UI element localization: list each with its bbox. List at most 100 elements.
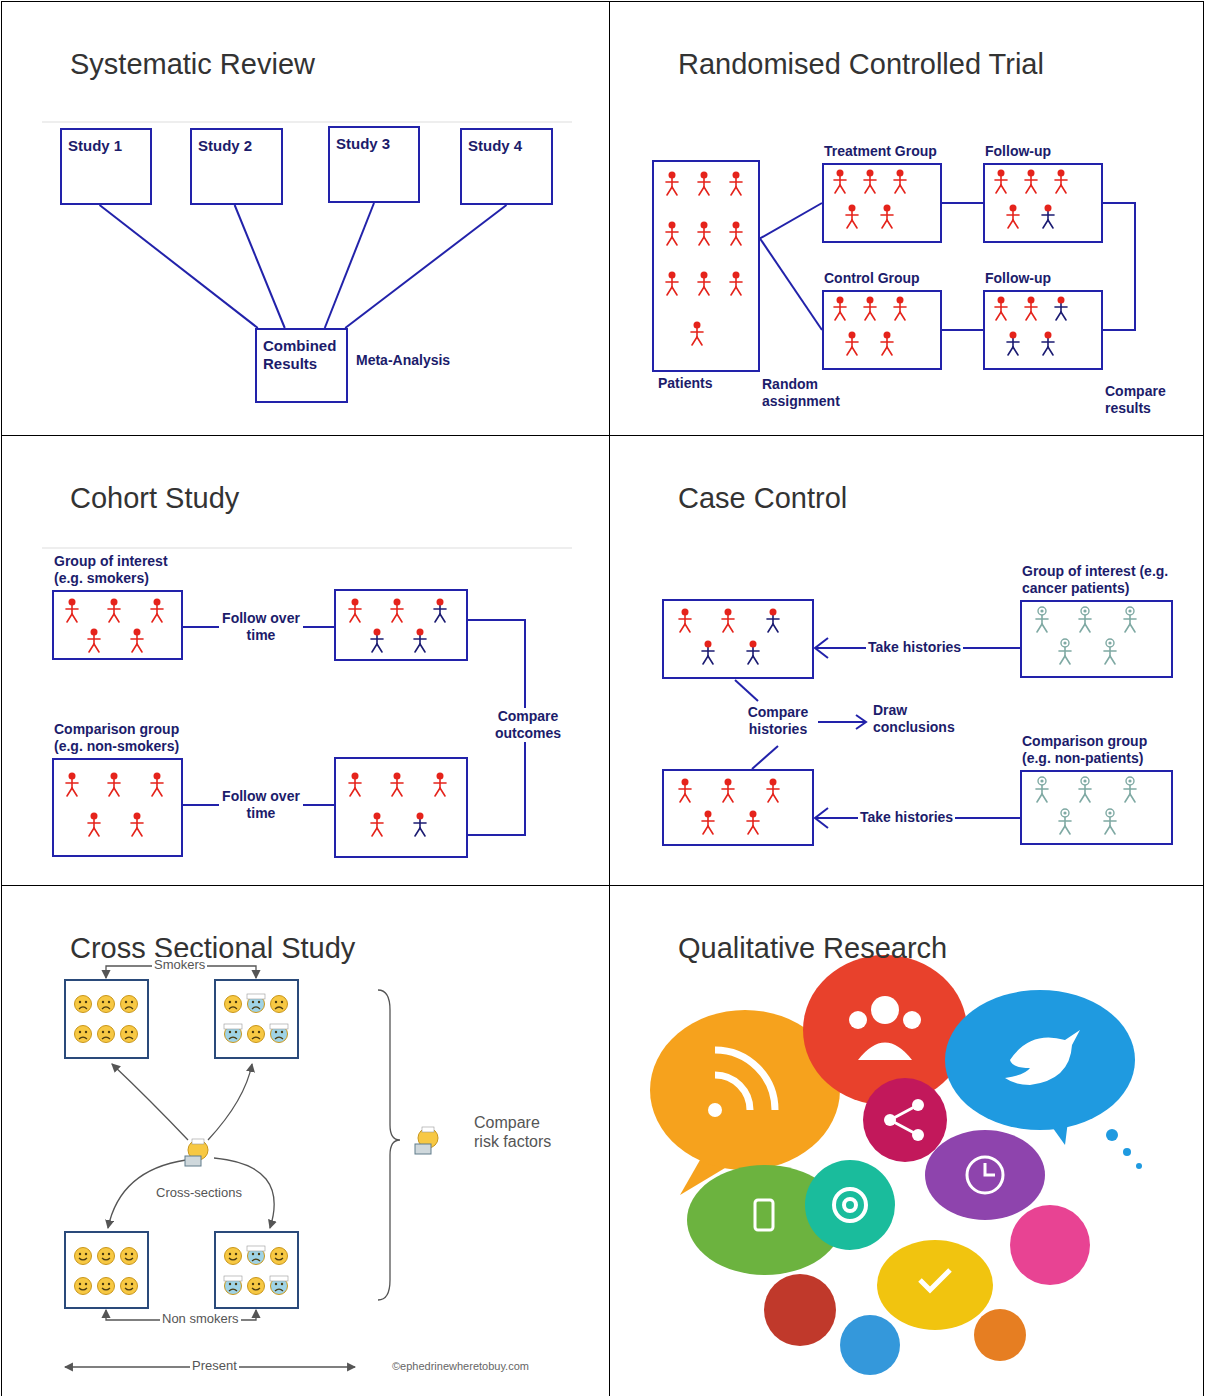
study-box: Study 2 [190, 128, 283, 205]
emoji-face [102, 1007, 110, 1009]
emoji-face [85, 1031, 87, 1033]
emoji-face [131, 1283, 133, 1285]
stick-figure [849, 332, 856, 339]
stick-figure [897, 297, 904, 304]
stick-figure [1080, 794, 1085, 802]
emoji-face [79, 1037, 87, 1039]
stick-figure [881, 205, 893, 229]
stick-figure [1126, 607, 1134, 615]
emoji-face [79, 1253, 81, 1255]
stick-figure [1007, 341, 1019, 343]
stick-figure [152, 614, 157, 622]
connector-line [1103, 203, 1135, 330]
group-box: Follow-up [983, 163, 1103, 243]
stick-figure [894, 179, 906, 181]
stick-figure [685, 624, 690, 632]
panel-title: Cohort Study [70, 481, 239, 516]
stick-figure [151, 608, 163, 610]
stick-figure [897, 170, 904, 177]
stick-figure [697, 337, 702, 345]
stick-figure [770, 609, 777, 616]
stick-figure [434, 782, 446, 784]
stick-figure [1037, 794, 1042, 802]
stick-figure [750, 641, 757, 648]
stick-figure [1079, 618, 1091, 620]
emoji-face [281, 1253, 283, 1255]
stick-figure [753, 656, 758, 664]
stick-figure [1056, 312, 1061, 320]
box-label: Treatment Group [824, 143, 937, 160]
cross-section-arrow [112, 1064, 188, 1140]
speech-bubble [1136, 1163, 1142, 1169]
stick-figure [1061, 639, 1069, 647]
stick-figure [1013, 347, 1018, 355]
stick-figure [666, 181, 678, 183]
emoji-face [75, 996, 92, 1013]
emoji-face [121, 996, 138, 1013]
emoji-face [224, 1024, 242, 1029]
stick-figure [750, 811, 757, 818]
stick-figure [881, 214, 893, 216]
stick-figure [1065, 826, 1070, 834]
stick-figure [669, 172, 676, 179]
stick-figure [1038, 777, 1046, 785]
box-label: Patients [658, 375, 712, 392]
stick-figure [846, 214, 858, 216]
flow-line [735, 680, 758, 701]
researcher-icon [415, 1127, 438, 1154]
group-box: Comparison group (e.g. non-smokers) [52, 758, 183, 857]
panel-title: Qualitative Research [678, 931, 947, 966]
combined-results-box: Combined ResultsMeta-Analysis [255, 328, 348, 403]
emoji-face [281, 1001, 283, 1003]
study-type-panel: Study 1Study 2Study 3Study 4Combined Res… [1, 1, 610, 436]
stick-figure [1128, 779, 1131, 782]
speech-bubble [764, 1274, 836, 1346]
emoji-face [275, 1037, 283, 1039]
stick-figure [698, 281, 710, 283]
emoji-face [224, 1276, 242, 1281]
diagram-label: Compare histories [742, 704, 814, 738]
diagram-label: Follow over time [219, 610, 303, 644]
stick-figure [1110, 826, 1115, 834]
stick-figure [134, 629, 141, 636]
stick-figure [88, 638, 100, 640]
stick-figure [1026, 185, 1031, 193]
emoji-face [248, 1278, 265, 1295]
stick-figure [1104, 809, 1116, 834]
emoji-face [275, 1253, 277, 1255]
stick-figure [94, 644, 99, 652]
stick-figure [852, 220, 857, 228]
stick-figure [834, 170, 846, 194]
stick-figure [1061, 312, 1066, 320]
emoji-face [102, 1037, 110, 1039]
emoji-face [98, 996, 115, 1013]
stick-figure [1124, 777, 1136, 802]
stick-figure [767, 779, 779, 803]
stick-figure [1083, 609, 1086, 612]
stick-figure [355, 788, 360, 796]
stick-figure [1060, 826, 1065, 834]
stick-figure [371, 813, 383, 837]
social-icon [834, 1189, 866, 1221]
box-label: Follow-up [985, 270, 1051, 287]
stick-figure [397, 614, 402, 622]
stick-figure [131, 638, 143, 640]
stick-figure [725, 609, 732, 616]
emoji-face [108, 1031, 110, 1033]
stick-figure [773, 624, 778, 632]
stick-figure [1083, 779, 1086, 782]
stick-figure [108, 608, 120, 610]
emoji-face [252, 1259, 260, 1261]
speech-bubble [650, 955, 1142, 1375]
study-type-panel: Qualitative Research [609, 885, 1204, 1396]
flow-line [815, 638, 828, 658]
stick-figure [834, 297, 846, 321]
emoji-face [224, 1276, 242, 1295]
stick-figure [1007, 214, 1019, 216]
stick-figure [434, 608, 446, 610]
emoji-face [248, 1278, 265, 1295]
emoji-face [125, 1037, 133, 1039]
emoji-face [79, 1258, 87, 1260]
stick-figure [1045, 332, 1052, 339]
stick-figure [882, 220, 887, 228]
